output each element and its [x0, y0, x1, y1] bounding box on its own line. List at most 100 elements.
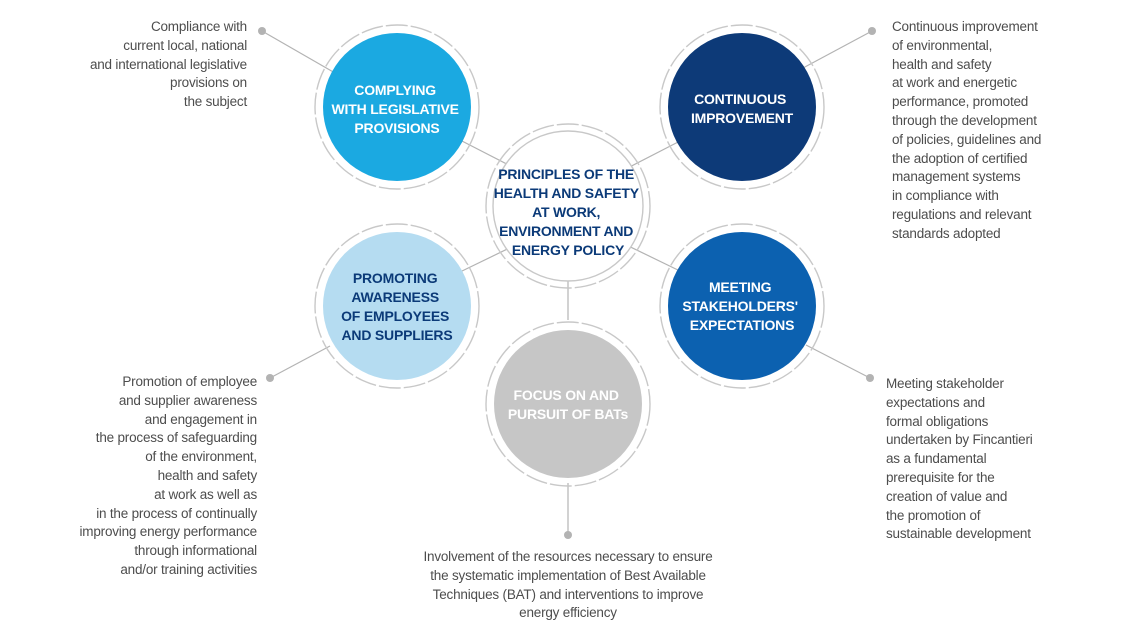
- description-improvement: Continuous improvement of environmental,…: [892, 18, 1041, 244]
- leader-dot-improvement: [868, 27, 876, 35]
- description-line: the process of safeguarding: [95, 430, 257, 446]
- label-line: EXPECTATIONS: [690, 317, 794, 333]
- description-line: Meeting stakeholder: [886, 376, 1004, 391]
- label-line: STAKEHOLDERS': [682, 298, 798, 314]
- leader-legislative: [261, 30, 336, 74]
- circle-fill-legislative: [323, 33, 471, 181]
- circle-label-awareness: PROMOTING AWARENESS OF EMPLOYEES AND SUP…: [341, 270, 453, 343]
- label-line: AWARENESS: [351, 289, 439, 305]
- description-line: through the development: [892, 112, 1037, 128]
- description-line: expectations and: [886, 394, 985, 410]
- circle-label-stakeholders: MEETING STAKEHOLDERS' EXPECTATIONS: [682, 279, 801, 333]
- description-stakeholders: Meeting stakeholder expectations and for…: [886, 375, 1033, 544]
- center-title-line: ENERGY POLICY: [512, 242, 625, 258]
- ring: [314, 24, 480, 190]
- label-line: OF EMPLOYEES: [341, 308, 449, 324]
- center-title-line: PRINCIPLES OF THE: [498, 166, 634, 182]
- label-line: AND SUPPLIERS: [342, 327, 453, 343]
- ring: [485, 321, 651, 487]
- description-line: at work as well as: [154, 486, 257, 502]
- description-line: Involvement of the resources necessary t…: [423, 549, 713, 564]
- center-title-line: HEALTH AND SAFETY: [494, 185, 640, 201]
- circle-label-improvement: CONTINUOUS IMPROVEMENT: [691, 91, 794, 126]
- description-line: improving energy performance: [79, 524, 258, 540]
- description-line: and international legislative: [89, 56, 247, 72]
- leader-awareness: [269, 345, 331, 379]
- principle-circle-awareness: PROMOTING AWARENESS OF EMPLOYEES AND SUP…: [314, 223, 480, 389]
- description-bats: Involvement of the resources necessary t…: [408, 548, 728, 623]
- description-line: of environmental,: [892, 37, 993, 53]
- description-line: undertaken by Fincantieri: [886, 432, 1033, 448]
- description-leaders: [258, 27, 876, 539]
- description-line: of policies, guidelines and: [892, 131, 1042, 147]
- description-line: in the process of continually: [96, 505, 257, 521]
- center-title-line: AT WORK,: [532, 204, 600, 220]
- leader-dot-awareness: [266, 374, 274, 382]
- description-line: creation of value and: [886, 488, 1008, 504]
- description-line: Continuous improvement: [892, 19, 1038, 34]
- center-title-line: ENVIRONMENT AND: [499, 223, 633, 239]
- description-awareness: Promotion of employee and supplier aware…: [80, 373, 258, 580]
- leader-stakeholders: [805, 344, 871, 379]
- description-line: at work and energetic: [892, 75, 1017, 91]
- center-fill: [492, 130, 644, 282]
- circle-label-legislative: COMPLYING WITH LEGISLATIVE PROVISIONS: [332, 82, 463, 136]
- description-line: Promotion of employee: [122, 374, 257, 389]
- label-line: COMPLYING: [354, 82, 436, 98]
- principle-circle-legislative: COMPLYING WITH LEGISLATIVE PROVISIONS: [314, 24, 480, 190]
- ring: [314, 223, 480, 389]
- description-line: through informational: [134, 543, 257, 559]
- center-circle: PRINCIPLES OF THE HEALTH AND SAFETY AT W…: [485, 123, 651, 289]
- description-line: as a fundamental: [886, 451, 987, 467]
- description-legislative: Compliance with current local, national …: [90, 18, 247, 112]
- description-line: and engagement in: [144, 411, 257, 427]
- label-line: PROMOTING: [353, 270, 438, 286]
- label-line: PURSUIT OF BATs: [508, 406, 629, 422]
- description-line: Techniques (BAT) and interventions to im…: [432, 586, 704, 602]
- center-title: PRINCIPLES OF THE HEALTH AND SAFETY AT W…: [494, 166, 643, 258]
- leader-dot-bats: [564, 531, 572, 539]
- leader-dot-legislative: [258, 27, 266, 35]
- description-line: current local, national: [123, 37, 247, 53]
- description-line: health and safety: [157, 467, 258, 483]
- label-line: WITH LEGISLATIVE: [332, 101, 459, 117]
- description-line: sustainable development: [886, 526, 1031, 542]
- description-line: the promotion of: [886, 507, 981, 523]
- description-line: the systematic implementation of Best Av…: [430, 567, 706, 583]
- description-line: formal obligations: [886, 413, 989, 429]
- label-line: PROVISIONS: [354, 120, 439, 136]
- ring: [659, 24, 825, 190]
- description-line: and/or training activities: [120, 561, 257, 577]
- description-line: and supplier awareness: [118, 392, 257, 408]
- leader-improvement: [802, 30, 873, 69]
- description-line: management systems: [892, 169, 1021, 185]
- leader-dot-stakeholders: [866, 374, 874, 382]
- label-line: IMPROVEMENT: [691, 110, 794, 126]
- description-line: in compliance with: [892, 188, 999, 204]
- description-line: of the environment,: [145, 449, 257, 465]
- description-line: the adoption of certified: [892, 150, 1028, 166]
- ring: [485, 123, 651, 289]
- ring: [659, 223, 825, 389]
- circle-fill-awareness: [323, 232, 471, 380]
- description-line: prerequisite for the: [886, 469, 995, 485]
- principle-circle-improvement: CONTINUOUS IMPROVEMENT: [659, 24, 825, 190]
- description-line: health and safety: [892, 56, 992, 72]
- principle-circle-stakeholders: MEETING STAKEHOLDERS' EXPECTATIONS: [659, 223, 825, 389]
- description-line: Compliance with: [150, 19, 247, 34]
- label-line: CONTINUOUS: [694, 91, 786, 107]
- description-line: regulations and relevant: [892, 206, 1032, 222]
- circle-fill-improvement: [668, 33, 816, 181]
- circle-label-bats: FOCUS ON AND PURSUIT OF BATs: [508, 387, 629, 422]
- label-line: FOCUS ON AND: [514, 387, 619, 403]
- description-line: the subject: [183, 94, 247, 110]
- description-line: provisions on: [170, 75, 247, 91]
- description-line: performance, promoted: [892, 94, 1029, 110]
- description-line: energy efficiency: [519, 605, 617, 621]
- description-line: standards adopted: [892, 225, 1001, 241]
- label-line: MEETING: [709, 279, 772, 295]
- circle-fill-stakeholders: [668, 232, 816, 380]
- circle-fill-bats: [494, 330, 642, 478]
- principle-circle-bats: FOCUS ON AND PURSUIT OF BATs: [485, 321, 651, 487]
